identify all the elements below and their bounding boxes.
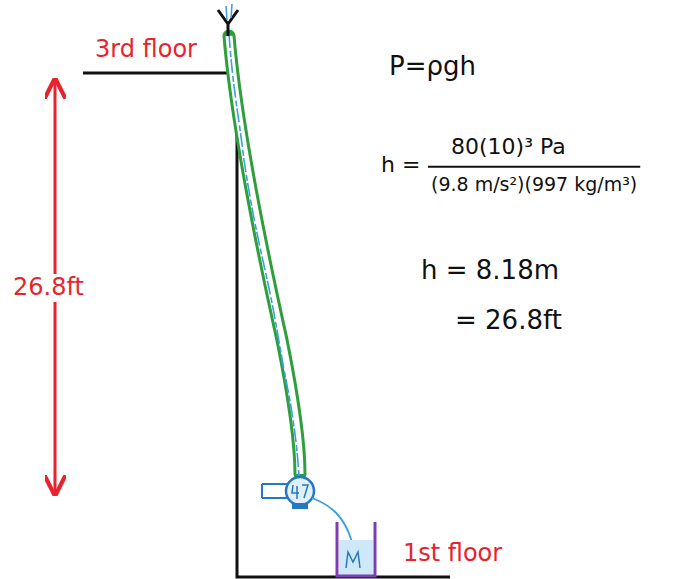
hose-outer (229, 36, 300, 474)
pump-body (286, 477, 314, 505)
equation-result: h = 8.18m (418, 256, 562, 286)
equation: P=ρgh (386, 52, 479, 82)
water-spray (226, 4, 232, 20)
hose-inner (229, 36, 300, 474)
height-dimension: 26.8ft (10, 274, 87, 302)
equation-result: = 26.8ft (452, 306, 565, 336)
pump-marking (292, 485, 308, 499)
fraction-denominator: (9.8 m/s²)(997 kg/m³) (428, 174, 640, 196)
fraction-numerator: 80(10)³ Pa (448, 134, 569, 159)
water-flow (229, 34, 299, 476)
fraction-bar (428, 166, 640, 168)
bucket-marking (346, 552, 360, 568)
pump-base (292, 503, 308, 509)
equation-part: h = (378, 152, 423, 177)
bucket-water (339, 540, 373, 575)
intake-line (312, 498, 352, 542)
floor-label: 3rd floor (92, 36, 200, 64)
sprinkler-head (218, 10, 238, 36)
floor-label: 1st floor (400, 540, 505, 568)
building-outline (83, 73, 450, 577)
bucket (337, 522, 375, 576)
